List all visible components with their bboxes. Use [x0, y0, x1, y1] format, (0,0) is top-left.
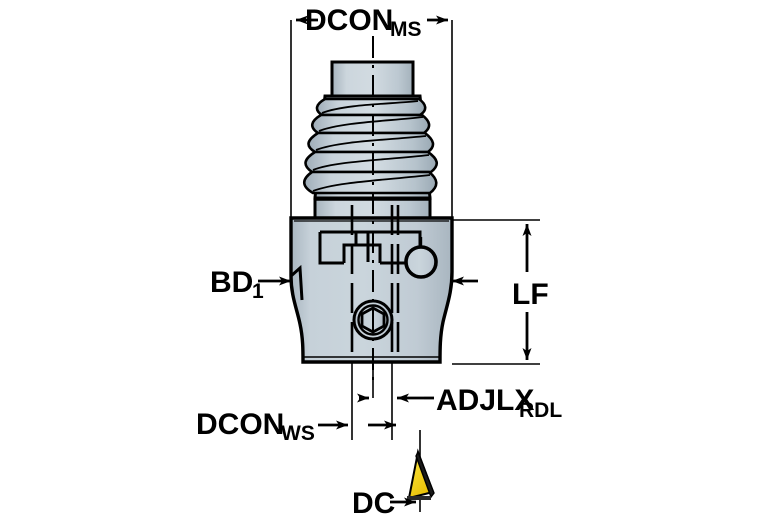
pocket-step-a [342, 233, 358, 263]
thread-crests [302, 97, 438, 195]
label-dconms-sub: MS [390, 18, 422, 41]
label-dconws-sub: WS [281, 422, 315, 445]
label-adjlx-sub: RDL [519, 399, 562, 422]
threaded-shank [302, 60, 438, 220]
cutting-insert [407, 448, 435, 500]
thread-helix-lines [312, 100, 431, 192]
pocket-left [318, 232, 344, 265]
label-lf: LF [512, 278, 549, 311]
body-left-notch [290, 264, 304, 301]
label-dconms: DCON [305, 4, 393, 37]
label-dconws: DCON [196, 408, 284, 441]
dimension-labels: DCON MS BD 1 LF ADJLX RDL DCON WS DC [196, 4, 562, 520]
adjustment-boss [404, 237, 438, 279]
hidden-bore-lines [350, 205, 400, 358]
label-adjlx: ADJLX [436, 384, 534, 417]
label-bd1-sub: 1 [252, 280, 264, 303]
pocket-step-b [356, 243, 382, 263]
insert-base-edge [407, 496, 431, 500]
label-bd1: BD [210, 266, 253, 299]
label-dc: DC [352, 487, 395, 520]
